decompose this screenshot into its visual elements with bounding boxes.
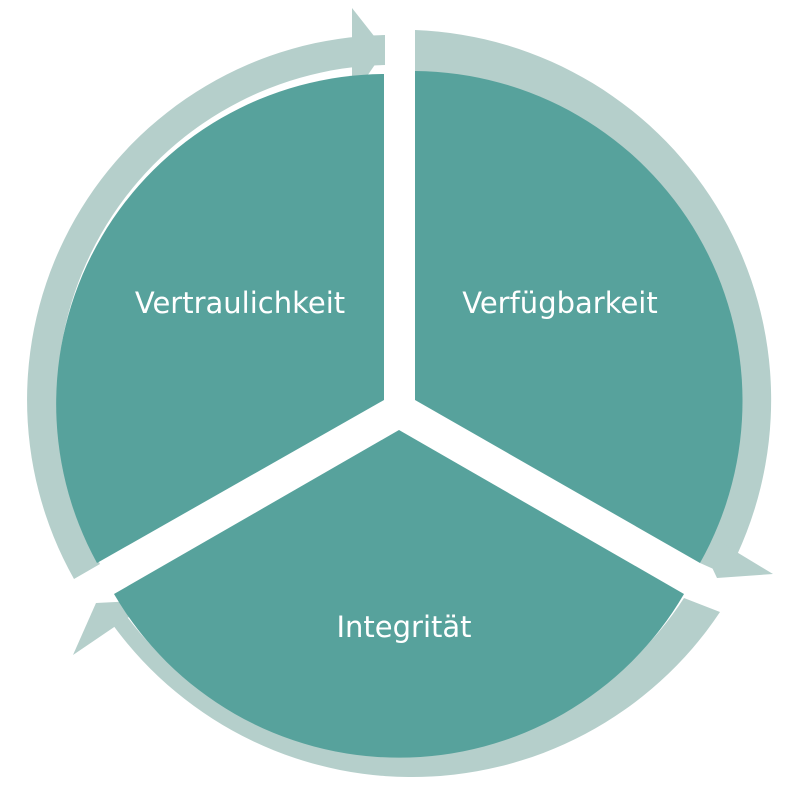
label-vertraulichkeit: Vertraulichkeit	[135, 286, 345, 320]
segment-vertraulichkeit	[56, 74, 384, 563]
segments	[56, 71, 743, 758]
segment-integritaet	[114, 430, 684, 758]
label-integritaet: Integrität	[336, 610, 471, 644]
label-verfuegbarkeit: Verfügbarkeit	[462, 286, 657, 320]
ring-arc-right	[415, 30, 772, 575]
segment-verfuegbarkeit	[415, 71, 743, 563]
ring-arc-bottom	[100, 598, 720, 778]
ring-arc-left	[27, 35, 386, 579]
